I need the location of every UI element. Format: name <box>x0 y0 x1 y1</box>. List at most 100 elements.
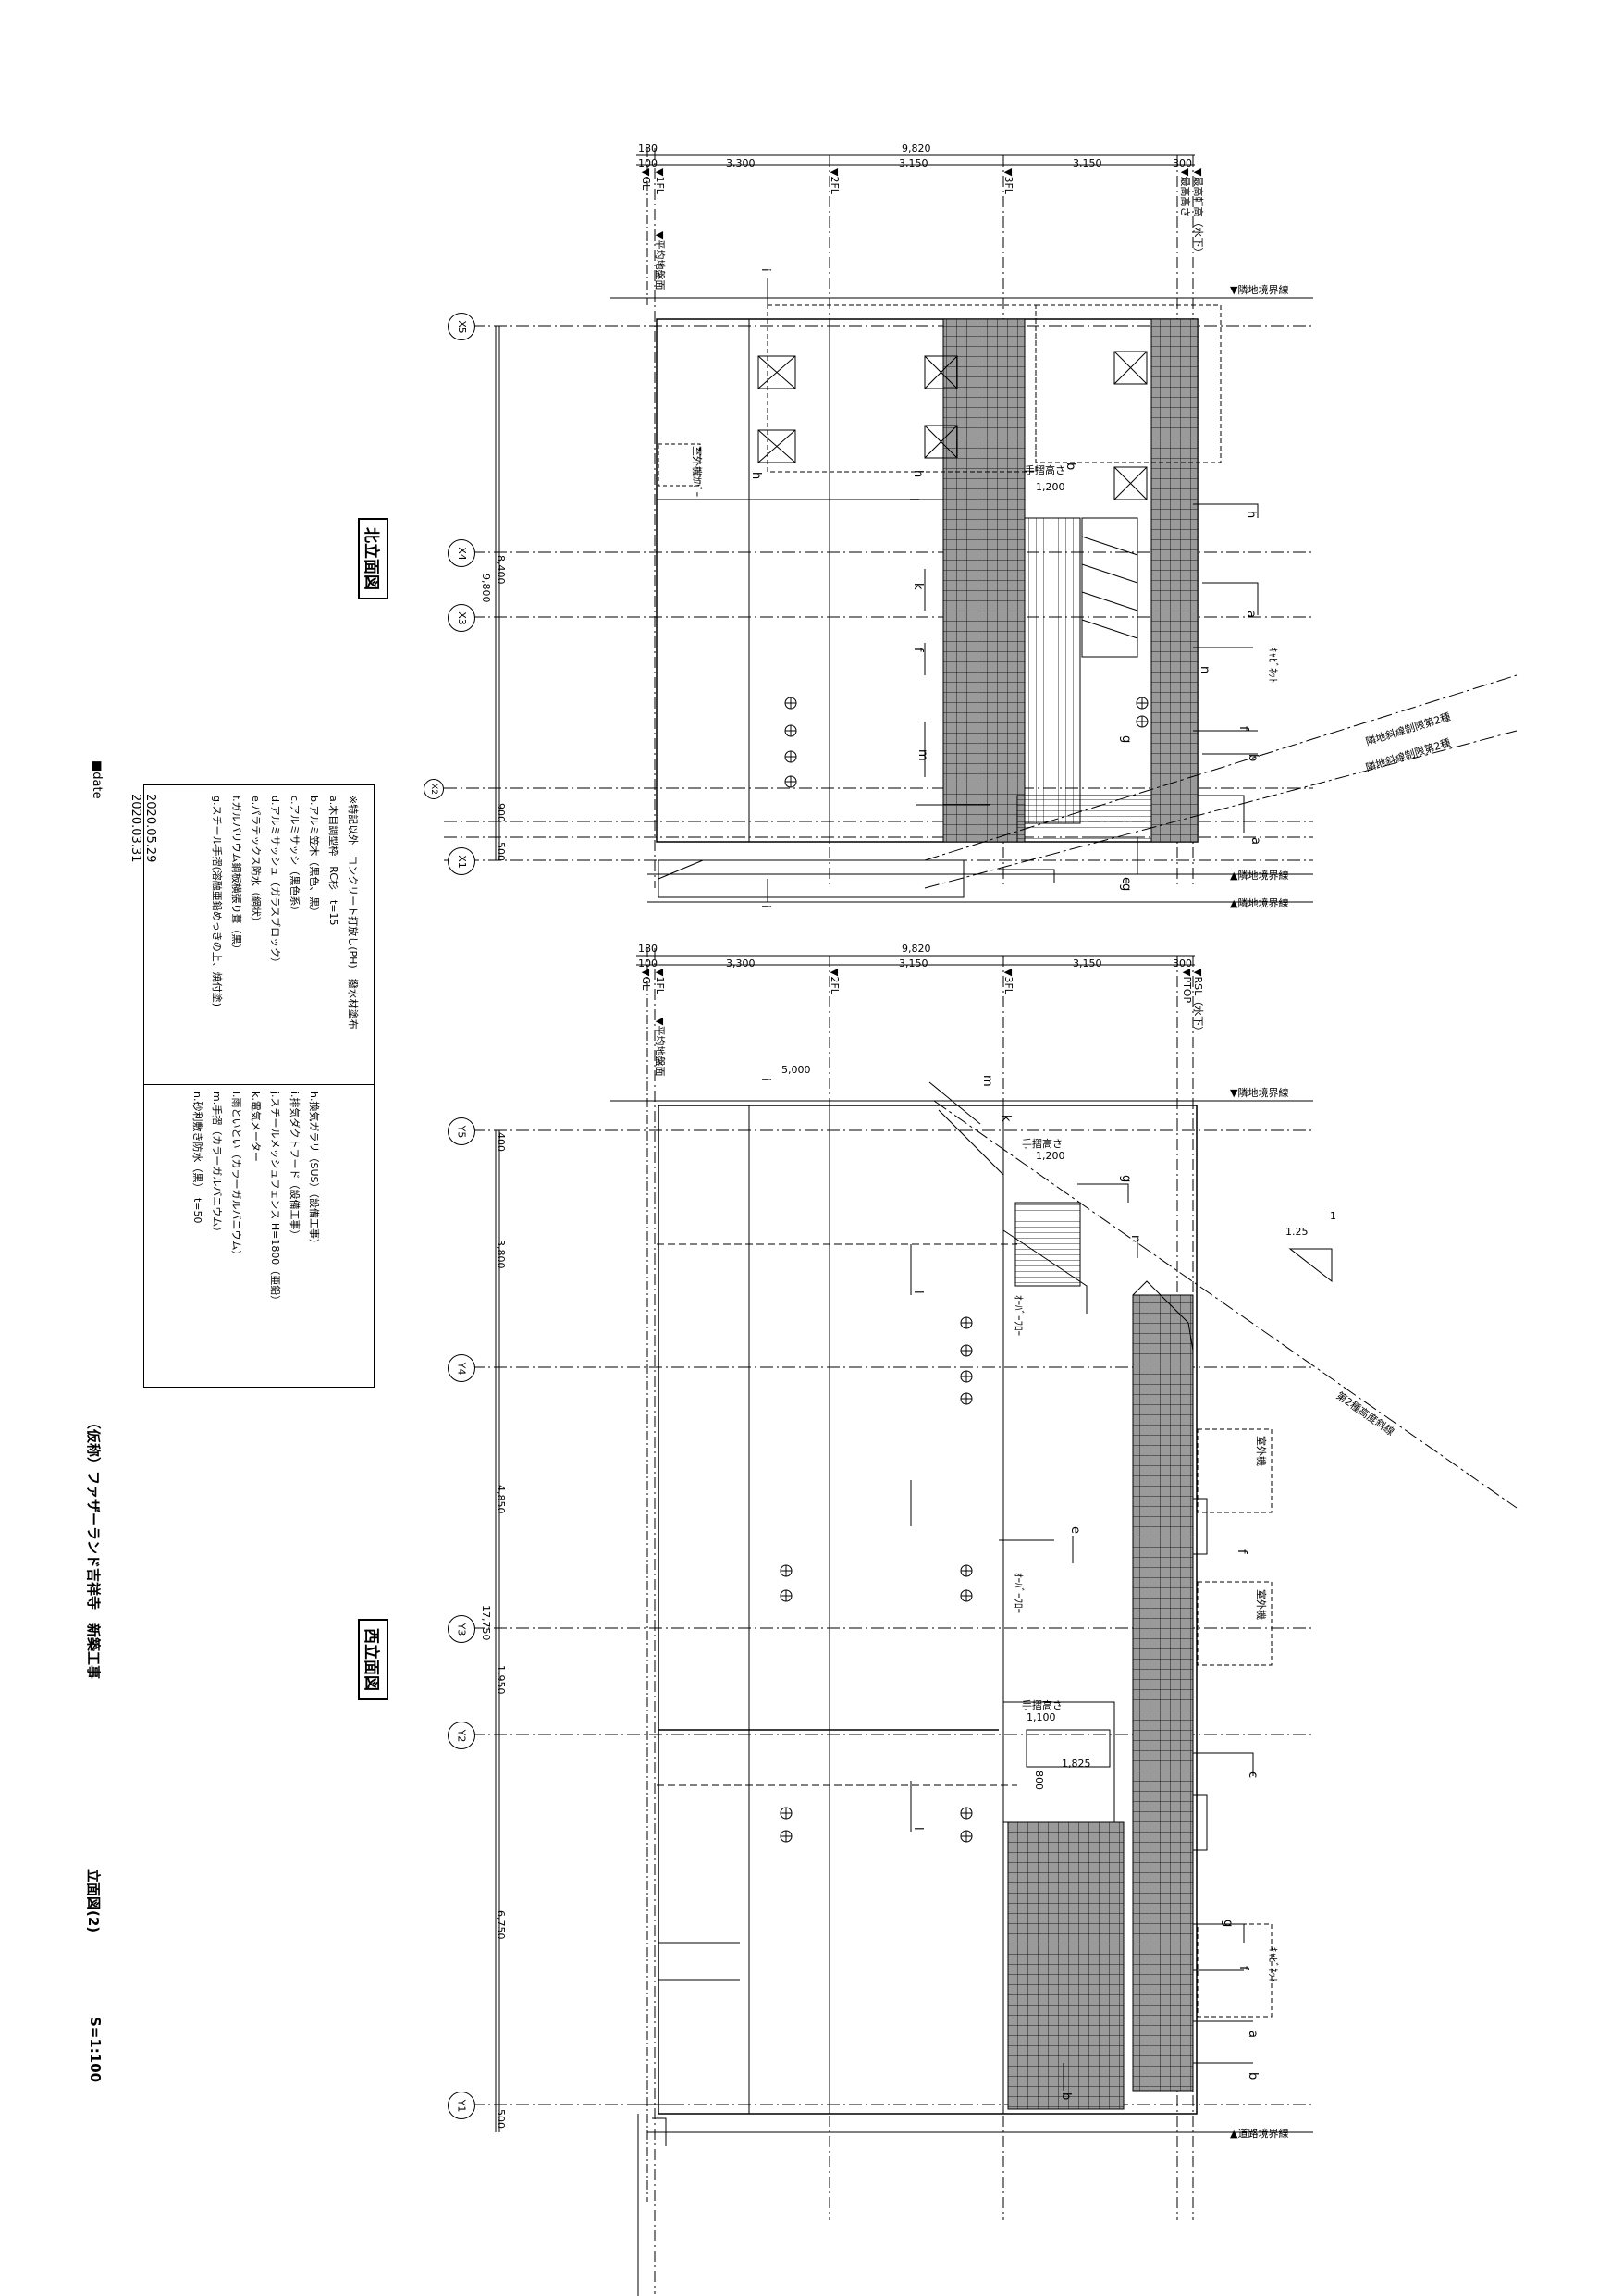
boundary-label: ▼隣地境界線 <box>1230 1087 1289 1099</box>
west-elevation <box>472 948 1518 2296</box>
level-label: ▼1FL <box>654 168 666 194</box>
eave-tag: ｷｬﾋﾞﾈｯﾄ <box>1267 648 1279 684</box>
level-label: ▼GL <box>640 969 652 991</box>
eave-tag: ｷｬﾋﾞﾈｯﾄ <box>1267 1947 1279 1983</box>
date-list: 2020.05.29 2020.03.31 <box>128 794 157 862</box>
legend-divider <box>144 1084 374 1085</box>
callout: g <box>1221 1920 1235 1928</box>
grid-bubble: X2 <box>424 779 444 799</box>
height-dim: 100 <box>638 957 658 969</box>
callout: g <box>1119 1175 1133 1183</box>
dim-1825: 1,825 <box>1062 1758 1091 1770</box>
west-elevation-title: 西立面図 <box>358 1619 388 1700</box>
callout: g <box>1119 735 1133 744</box>
legend-item: d.アルミサッシュ（ガラスブロック） <box>269 796 281 969</box>
legend-item: a.木目調型枠 RC杉 t=15 <box>327 796 339 926</box>
height-dim: 180 <box>638 142 658 154</box>
north-elevation <box>444 148 1518 903</box>
boundary-label: ▲道路境界線 <box>1230 2128 1289 2140</box>
height-dim: 3,300 <box>726 957 756 969</box>
callout: a <box>1244 611 1258 618</box>
sheet-scale: S=1:100 <box>87 2017 104 2083</box>
bay-dim: 4,850 <box>495 1485 507 1514</box>
callout: f <box>1236 726 1250 731</box>
slope-label: 1.25 <box>1285 1226 1309 1238</box>
legend-item: h.換気ガラリ（SUS）（設備工事） <box>308 1092 320 1249</box>
callout: h <box>911 470 925 478</box>
callout: c <box>1246 1771 1260 1779</box>
height-dim: 300 <box>1173 157 1192 169</box>
dim-5000: 5,000 <box>781 1064 811 1076</box>
callout: n <box>1128 1235 1142 1243</box>
legend-item: b.アルミ笠木（黒色、黒） <box>308 796 320 918</box>
legend-item: f.ガルバリウム鋼板横張り葺（黒） <box>230 796 242 955</box>
level-label: ▼2FL <box>829 969 841 994</box>
level-label: ▼RSL（水下） <box>1192 969 1204 1037</box>
height-dim: 3,150 <box>899 957 928 969</box>
legend-item: i.排気ダクトフード（設備工事） <box>289 1092 301 1241</box>
date-label: ■date <box>90 760 104 799</box>
legend-item: m.手摺（カラーガルバニウム） <box>211 1092 223 1238</box>
callout: h <box>749 472 763 480</box>
legend-item: l.雨といとい（カラーガルバニウム） <box>230 1092 242 1261</box>
level-label: ▼2FL <box>829 168 841 194</box>
legend-item: ※特記以外 コンクリート打放し(PH) 撥水材塗布 <box>347 796 359 1030</box>
handrail-height: 1,200 <box>1036 481 1065 493</box>
callout: b <box>1059 2092 1073 2101</box>
boundary-label: ▼隣地境界線 <box>1230 284 1289 296</box>
level-label: ▼平均地盤面 <box>654 1018 666 1077</box>
callout: k <box>999 1115 1013 1122</box>
callout: i <box>758 1078 772 1081</box>
project-name: （仮称）ファザーランド吉祥寺 新築工事 <box>85 1415 102 1680</box>
callout: a <box>1248 837 1262 845</box>
bay-dim: 400 <box>495 1132 507 1152</box>
bay-dim: 900 <box>495 803 507 822</box>
level-label: ▼3FL <box>1002 168 1014 194</box>
equipment-tag: 室外機ｶﾊﾞｰ <box>691 446 703 497</box>
overflow-tag: ｵｰﾊﾞｰﾌﾛｰ <box>1013 1573 1025 1613</box>
grid-bubble: X1 <box>448 847 475 875</box>
height-dim: 180 <box>638 943 658 955</box>
legend-item: g.スチール手摺(溶融亜鉛めっきの上、焼付塗) <box>211 796 223 1007</box>
callout: n <box>1198 666 1211 674</box>
date-value: 2020.03.31 <box>129 794 142 863</box>
level-label: ▼平均地盤面 <box>654 231 666 290</box>
dim-800: 800 <box>1033 1771 1045 1790</box>
level-label: ▼1FL <box>654 969 666 994</box>
handrail-height: 1,200 <box>1036 1150 1065 1162</box>
level-label: ▼最高軒高（水下） <box>1192 168 1204 258</box>
sheet-title: 立面図(2) <box>85 1869 102 1933</box>
grid-bubble: Y4 <box>448 1354 475 1382</box>
grid-bubble: X3 <box>448 604 475 632</box>
height-dim: 3,150 <box>1073 957 1102 969</box>
callout: f <box>1235 1549 1248 1554</box>
callout: e <box>1068 1526 1082 1534</box>
level-label: ▼3FL <box>1002 969 1014 994</box>
callout: k <box>911 583 925 590</box>
callout: h <box>1244 511 1258 519</box>
height-dim: 9,820 <box>902 142 931 154</box>
callout: f <box>911 648 925 652</box>
callout: m <box>916 749 929 761</box>
callout: b <box>1064 463 1077 471</box>
height-dim: 300 <box>1173 957 1192 969</box>
legend-item: c.アルミサッシ（黒色系） <box>289 796 301 917</box>
equipment-tag: 室外機 <box>1255 1589 1267 1620</box>
legend-left-items: ※特記以外 コンクリート打放し(PH) 撥水材塗布 a.木目調型枠 RC杉 t=… <box>207 796 363 1030</box>
overflow-tag: ｵｰﾊﾞｰﾌﾛｰ <box>1013 1295 1025 1336</box>
bay-dim: 6,750 <box>495 1910 507 1940</box>
callout: g <box>1119 883 1133 892</box>
grid-bubble: Y1 <box>448 2092 475 2119</box>
equipment-tag: 室外機 <box>1255 1436 1267 1466</box>
handrail-label: 手摺高さ <box>1022 1138 1063 1150</box>
bay-dim: 3,800 <box>495 1240 507 1269</box>
callout: f <box>1236 1966 1250 1970</box>
height-dim: 3,300 <box>726 157 756 169</box>
handrail-height: 1,100 <box>1027 1711 1056 1723</box>
legend-right-items: h.換気ガラリ（SUS）（設備工事） i.排気ダクトフード（設備工事） j.スチ… <box>188 1092 324 1305</box>
bay-dim: 8,400 <box>495 555 507 585</box>
callout: a <box>1246 2031 1260 2038</box>
callout: l <box>911 1827 925 1831</box>
height-dim: 3,150 <box>1073 157 1102 169</box>
